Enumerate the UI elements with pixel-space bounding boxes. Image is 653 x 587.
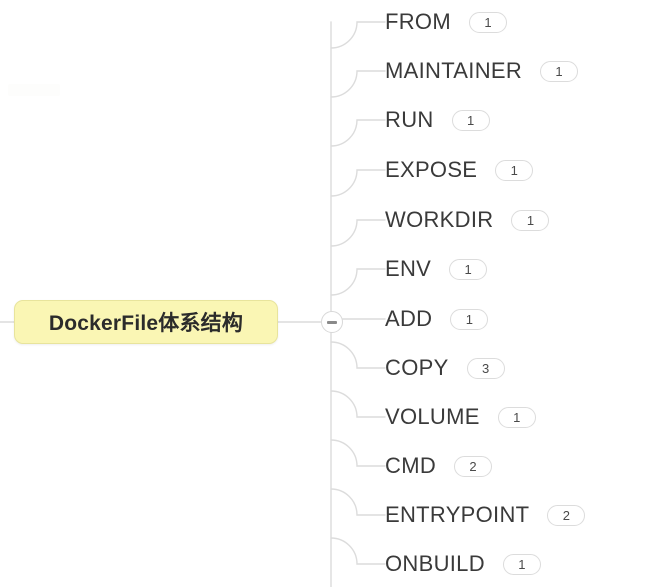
watermark-artifact [8,84,60,96]
branch-count-badge: 1 [450,308,489,330]
branch-count-badge: 2 [547,504,586,526]
branch-label: CMD [385,453,437,478]
branch-node-add[interactable]: ADD 1 [385,302,489,336]
collapse-minus-icon [327,320,337,324]
branch-label: ADD [385,306,433,331]
branch-label: RUN [385,107,434,132]
collapse-toggle-button[interactable] [321,311,343,333]
branch-node-entrypoint[interactable]: ENTRYPOINT 2 [385,498,586,532]
branch-label: ENTRYPOINT [385,502,530,527]
root-node-label: DockerFile体系结构 [48,312,244,335]
branch-node-workdir[interactable]: WORKDIR 1 [385,203,550,237]
branch-count-badge: 3 [466,357,505,379]
branch-count-badge: 1 [449,258,488,280]
root-node[interactable]: DockerFile体系结构 [14,300,278,344]
branch-node-run[interactable]: RUN 1 [385,103,490,137]
branch-count-badge: 2 [454,455,493,477]
branch-count-badge: 1 [511,209,550,231]
branch-label: ENV [385,256,432,281]
branch-node-volume[interactable]: VOLUME 1 [385,400,536,434]
branch-label: COPY [385,355,449,380]
branch-count-badge: 1 [497,406,536,428]
branch-label: ONBUILD [385,551,485,576]
branch-count-badge: 1 [451,109,490,131]
branch-count-badge: 1 [495,159,534,181]
branch-label: MAINTAINER [385,58,523,83]
branch-node-from[interactable]: FROM 1 [385,5,507,39]
branch-label: VOLUME [385,404,480,429]
branch-label: EXPOSE [385,157,478,182]
branch-count-badge: 1 [502,553,541,575]
branch-node-onbuild[interactable]: ONBUILD 1 [385,547,541,581]
branch-count-badge: 1 [540,60,579,82]
branch-node-cmd[interactable]: CMD 2 [385,449,493,483]
branch-node-env[interactable]: ENV 1 [385,252,488,286]
branch-node-expose[interactable]: EXPOSE 1 [385,153,534,187]
branch-node-maintainer[interactable]: MAINTAINER 1 [385,54,579,88]
branch-node-copy[interactable]: COPY 3 [385,351,505,385]
branch-label: WORKDIR [385,207,494,232]
branch-label: FROM [385,9,451,34]
branch-count-badge: 1 [468,11,507,33]
